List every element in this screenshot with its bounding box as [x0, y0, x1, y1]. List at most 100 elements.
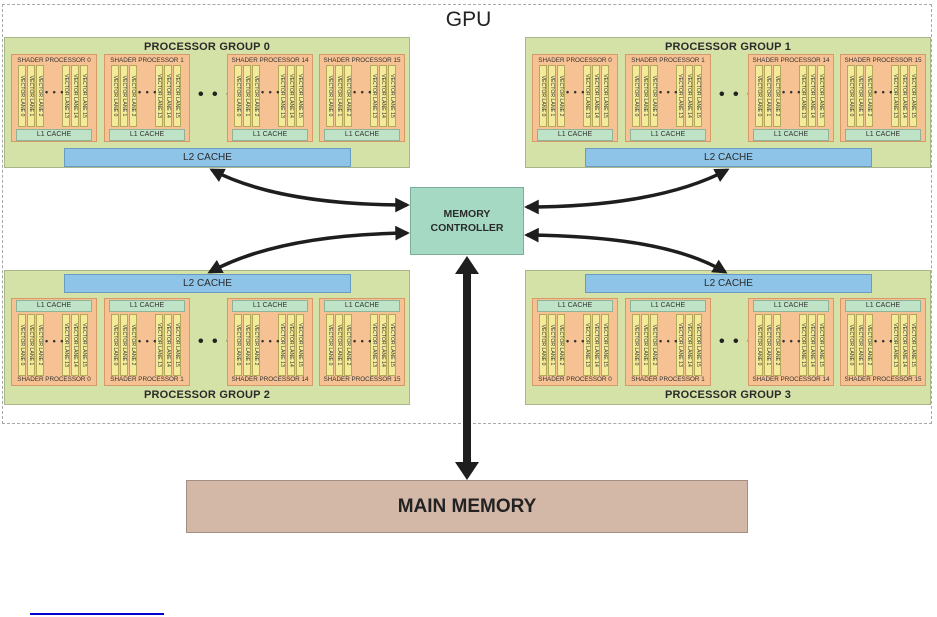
vector-lane-label: VECTOR LANE 2 — [866, 324, 872, 366]
processor-group-title: PROCESSOR GROUP 0 — [143, 41, 271, 53]
vector-lane: VECTOR LANE 15 — [817, 314, 825, 376]
vector-lane: VECTOR LANE 13 — [278, 65, 286, 127]
vector-lane-label: VECTOR LANE 1 — [549, 324, 555, 366]
vector-lane-label: VECTOR LANE 2 — [774, 75, 780, 117]
shader-processor-title: SHADER PROCESSOR 1 — [631, 57, 705, 64]
vector-lane-label: VECTOR LANE 14 — [809, 74, 815, 118]
shader-processor-title: SHADER PROCESSOR 0 — [17, 57, 91, 64]
gpu-label: GPU — [445, 8, 492, 31]
vector-lane-label: VECTOR LANE 15 — [602, 74, 608, 118]
vector-lane-label: VECTOR LANE 1 — [857, 75, 863, 117]
vector-lane: VECTOR LANE 15 — [296, 65, 304, 127]
l1-cache: L1 CACHE — [845, 300, 921, 312]
vector-lane: VECTOR LANE 2 — [252, 314, 260, 376]
vector-lane-label: VECTOR LANE 2 — [774, 324, 780, 366]
vector-lane: VECTOR LANE 14 — [379, 314, 387, 376]
vector-lane-label: VECTOR LANE 1 — [121, 324, 127, 366]
vector-lane: VECTOR LANE 14 — [808, 65, 816, 127]
vector-lane-label: VECTOR LANE 15 — [174, 74, 180, 118]
l1-cache: L1 CACHE — [753, 129, 829, 141]
hyperlink-underline[interactable] — [30, 613, 164, 615]
vector-lane: VECTOR LANE 0 — [234, 65, 242, 127]
vector-lane: VECTOR LANE 13 — [370, 65, 378, 127]
vector-lane: VECTOR LANE 13 — [583, 65, 591, 127]
vector-lane: VECTOR LANE 1 — [548, 65, 556, 127]
vector-lane-label: VECTOR LANE 0 — [540, 75, 546, 117]
vector-lane: VECTOR LANE 15 — [80, 65, 88, 127]
l1-cache: L1 CACHE — [324, 300, 400, 312]
vector-lane: VECTOR LANE 13 — [799, 65, 807, 127]
l1-cache: L1 CACHE — [630, 300, 706, 312]
l1-cache: L1 CACHE — [109, 300, 185, 312]
vector-lane: VECTOR LANE 2 — [36, 65, 44, 127]
vector-lane: VECTOR LANE 15 — [694, 65, 702, 127]
vector-lane: VECTOR LANE 0 — [326, 314, 334, 376]
shader-processor-title: SHADER PROCESSOR 1 — [110, 376, 184, 383]
vector-lane: VECTOR LANE 2 — [36, 314, 44, 376]
lane-ellipsis: • • • — [782, 87, 802, 97]
group-ellipsis: • • • — [719, 333, 755, 350]
vector-lane-label: VECTOR LANE 0 — [19, 324, 25, 366]
vector-lane-label: VECTOR LANE 2 — [253, 75, 259, 117]
shader-processor-title: SHADER PROCESSOR 14 — [231, 57, 309, 64]
vector-lane: VECTOR LANE 1 — [856, 314, 864, 376]
vector-lane-label: VECTOR LANE 14 — [593, 74, 599, 118]
vector-lane: VECTOR LANE 1 — [243, 65, 251, 127]
shader-processor-title: SHADER PROCESSOR 15 — [323, 376, 401, 383]
vector-lane-label: VECTOR LANE 1 — [244, 75, 250, 117]
processor-group-title: PROCESSOR GROUP 2 — [143, 389, 271, 401]
vector-lane: VECTOR LANE 14 — [592, 65, 600, 127]
lane-ellipsis: • • • — [874, 336, 894, 346]
vector-lane: VECTOR LANE 15 — [694, 314, 702, 376]
vector-lane-label: VECTOR LANE 2 — [345, 75, 351, 117]
l2-cache: L2 CACHE — [585, 148, 872, 167]
vector-lane: VECTOR LANE 14 — [900, 65, 908, 127]
vector-lane-label: VECTOR LANE 1 — [28, 324, 34, 366]
vector-lane-label: VECTOR LANE 0 — [756, 75, 762, 117]
vector-lane: VECTOR LANE 2 — [650, 314, 658, 376]
vector-lane: VECTOR LANE 1 — [641, 314, 649, 376]
vector-lane-label: VECTOR LANE 0 — [112, 75, 118, 117]
vector-lane-label: VECTOR LANE 2 — [37, 75, 43, 117]
memory-controller-line2: CONTROLLER — [430, 222, 504, 234]
vector-lane: VECTOR LANE 2 — [557, 314, 565, 376]
lane-ellipsis: • • • — [353, 336, 373, 346]
vector-lane: VECTOR LANE 15 — [909, 314, 917, 376]
lane-ellipsis: • • • — [45, 336, 65, 346]
vector-lane: VECTOR LANE 15 — [817, 65, 825, 127]
vector-lane-label: VECTOR LANE 14 — [72, 74, 78, 118]
vector-lane: VECTOR LANE 13 — [799, 314, 807, 376]
vector-lane-label: VECTOR LANE 15 — [695, 74, 701, 118]
vector-lane: VECTOR LANE 15 — [296, 314, 304, 376]
vector-lane: VECTOR LANE 13 — [676, 65, 684, 127]
vector-lane: VECTOR LANE 15 — [388, 65, 396, 127]
vector-lane: VECTOR LANE 0 — [18, 65, 26, 127]
l1-cache: L1 CACHE — [324, 129, 400, 141]
vector-lane: VECTOR LANE 2 — [773, 314, 781, 376]
vector-lane-label: VECTOR LANE 2 — [651, 324, 657, 366]
vector-lane-label: VECTOR LANE 1 — [549, 75, 555, 117]
l1-cache: L1 CACHE — [232, 300, 308, 312]
vector-lane-label: VECTOR LANE 15 — [81, 74, 87, 118]
vector-lane-label: VECTOR LANE 1 — [336, 75, 342, 117]
lane-ellipsis: • • • — [138, 87, 158, 97]
shader-processor-title: SHADER PROCESSOR 15 — [844, 57, 922, 64]
processor-group-title: PROCESSOR GROUP 1 — [664, 41, 792, 53]
vector-lane: VECTOR LANE 2 — [865, 314, 873, 376]
vector-lane: VECTOR LANE 1 — [120, 314, 128, 376]
vector-lane: VECTOR LANE 15 — [601, 314, 609, 376]
group-ellipsis: • • • — [719, 86, 755, 103]
vector-lane-label: VECTOR LANE 1 — [28, 75, 34, 117]
vector-lane: VECTOR LANE 0 — [847, 314, 855, 376]
vector-lane-label: VECTOR LANE 14 — [901, 323, 907, 367]
vector-lane-label: VECTOR LANE 1 — [765, 75, 771, 117]
vector-lane: VECTOR LANE 14 — [379, 65, 387, 127]
memory-controller: MEMORY CONTROLLER — [410, 187, 524, 255]
l2-cache: L2 CACHE — [585, 274, 872, 293]
vector-lane: VECTOR LANE 0 — [234, 314, 242, 376]
